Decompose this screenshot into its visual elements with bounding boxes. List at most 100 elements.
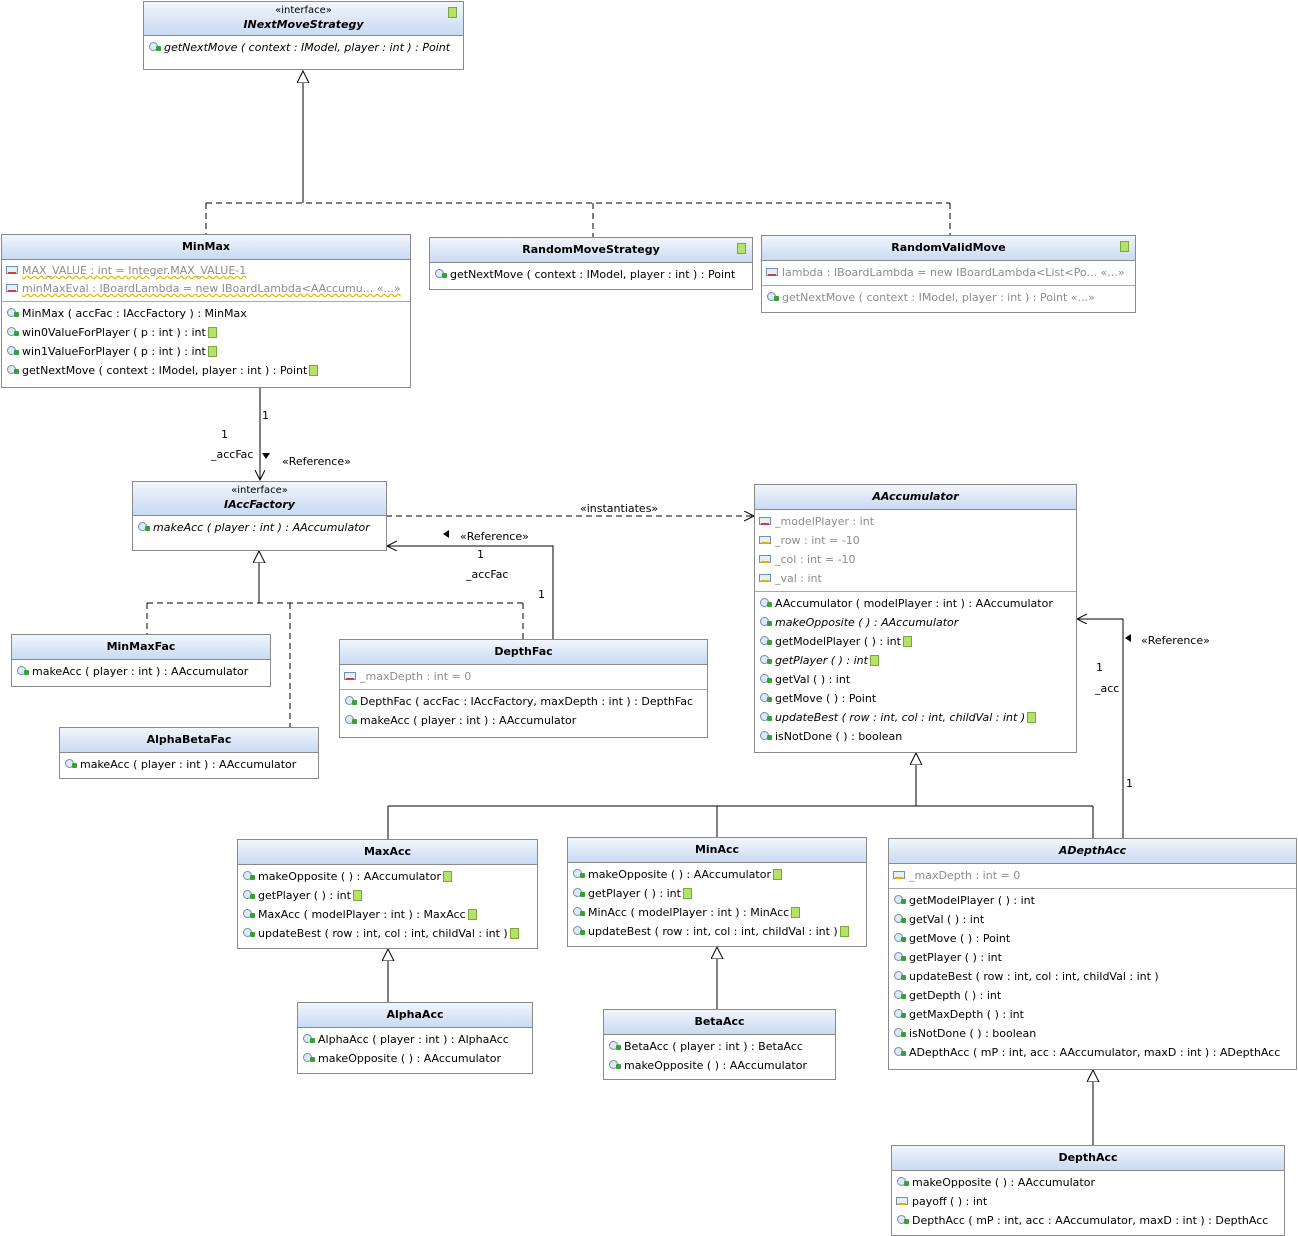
class-name: MinMaxFac: [106, 640, 176, 653]
operation[interactable]: makeOpposite ( ) : AAccumulator: [755, 613, 1076, 632]
operation[interactable]: getDepth ( ) : int: [889, 986, 1296, 1005]
operation[interactable]: makeOpposite ( ) : AAccumulator: [238, 867, 537, 886]
operation[interactable]: MinMax ( accFac : IAccFactory ) : MinMax: [2, 304, 410, 323]
attribute[interactable]: _col : int = -10: [755, 550, 1076, 569]
operation[interactable]: getModelPlayer ( ) : int: [889, 891, 1296, 910]
operation[interactable]: DepthAcc ( mP : int, acc : AAccumulator,…: [892, 1211, 1284, 1230]
class-header: AlphaAcc: [298, 1003, 532, 1028]
attribute[interactable]: _maxDepth : int = 0: [340, 667, 707, 686]
class-iaccfactory[interactable]: «interface» IAccFactory makeAcc ( player…: [132, 481, 387, 551]
attribute-text: _modelPlayer : int: [775, 515, 875, 528]
public-method-icon: [766, 291, 780, 302]
attributes: _modelPlayer : int _row : int = -10 _col…: [755, 510, 1076, 592]
class-alphaacc[interactable]: AlphaAcc AlphaAcc ( player : int ) : Alp…: [297, 1002, 533, 1074]
public-method-icon: [16, 665, 30, 676]
operation[interactable]: getNextMove ( context : IModel, player :…: [144, 38, 463, 57]
operation[interactable]: getPlayer ( ) : int: [889, 948, 1296, 967]
operation[interactable]: DepthFac ( accFac : IAccFactory, maxDept…: [340, 692, 707, 711]
operation[interactable]: makeAcc ( player : int ) : AAccumulator: [12, 662, 270, 681]
operation[interactable]: MaxAcc ( modelPlayer : int ) : MaxAcc: [238, 905, 537, 924]
operation[interactable]: AAccumulator ( modelPlayer : int ) : AAc…: [755, 594, 1076, 613]
operation[interactable]: AlphaAcc ( player : int ) : AlphaAcc: [298, 1030, 532, 1049]
reference-depthfac-accfac: [387, 546, 554, 639]
operation[interactable]: getPlayer ( ) : int: [238, 886, 537, 905]
operation[interactable]: win1ValueForPlayer ( p : int ) : int: [2, 342, 410, 361]
operation[interactable]: updateBest ( row : int, col : int, child…: [568, 922, 866, 941]
operation[interactable]: updateBest ( row : int, col : int, child…: [755, 708, 1076, 727]
public-method-icon: [759, 711, 773, 722]
operation[interactable]: getPlayer ( ) : int: [755, 651, 1076, 670]
operation[interactable]: BetaAcc ( player : int ) : BetaAcc: [604, 1037, 835, 1056]
public-method-icon: [759, 635, 773, 646]
class-depthfac[interactable]: DepthFac _maxDepth : int = 0 DepthFac ( …: [339, 639, 708, 738]
operation[interactable]: makeOpposite ( ) : AAccumulator: [568, 865, 866, 884]
public-method-icon: [302, 1033, 316, 1044]
operation[interactable]: makeAcc ( player : int ) : AAccumulator: [133, 518, 386, 537]
public-method-icon: [893, 932, 907, 943]
class-minmax[interactable]: MinMax MAX_VALUE : int = Integer.MAX_VAL…: [1, 234, 411, 388]
class-inextmovestrategy[interactable]: «interface» INextMoveStrategy getNextMov…: [143, 1, 464, 70]
class-betaacc[interactable]: BetaAcc BetaAcc ( player : int ) : BetaA…: [603, 1009, 836, 1080]
operations: DepthFac ( accFac : IAccFactory, maxDept…: [340, 690, 707, 733]
class-randommovestrategy[interactable]: RandomMoveStrategy getNextMove ( context…: [429, 237, 753, 290]
class-minmaxfac[interactable]: MinMaxFac makeAcc ( player : int ) : AAc…: [11, 634, 271, 687]
operations: makeAcc ( player : int ) : AAccumulator: [60, 753, 318, 777]
operation[interactable]: getNextMove ( context : IModel, player :…: [430, 265, 752, 284]
operation[interactable]: makeOpposite ( ) : AAccumulator: [604, 1056, 835, 1075]
public-method-icon: [344, 714, 358, 725]
attribute[interactable]: lambda : IBoardLambda = new IBoardLambda…: [762, 263, 1135, 282]
operation[interactable]: getVal ( ) : int: [889, 910, 1296, 929]
operation[interactable]: makeAcc ( player : int ) : AAccumulator: [60, 755, 318, 774]
operation-signature: getPlayer ( ) : int: [588, 887, 681, 900]
attribute[interactable]: _modelPlayer : int: [755, 512, 1076, 531]
note-icon: [1120, 241, 1129, 252]
operation[interactable]: getNextMove ( context : IModel, player :…: [762, 288, 1135, 307]
attribute-text: lambda : IBoardLambda = new IBoardLambda…: [782, 266, 1125, 279]
operation[interactable]: makeOpposite ( ) : AAccumulator: [892, 1173, 1284, 1192]
class-randomvalidmove[interactable]: RandomValidMove lambda : IBoardLambda = …: [761, 235, 1136, 313]
operation-signature: makeOpposite ( ) : AAccumulator: [318, 1052, 501, 1065]
class-alphabetafac[interactable]: AlphaBetaFac makeAcc ( player : int ) : …: [59, 727, 319, 779]
operation[interactable]: getMove ( ) : Point: [889, 929, 1296, 948]
operation[interactable]: makeAcc ( player : int ) : AAccumulator: [340, 711, 707, 730]
operation[interactable]: isNotDone ( ) : boolean: [755, 727, 1076, 746]
private-field-icon: [6, 264, 20, 275]
operation[interactable]: getPlayer ( ) : int: [568, 884, 866, 903]
note-icon: [309, 365, 319, 376]
realization-inextmovestrategy: [205, 71, 951, 237]
attribute[interactable]: minMaxEval : IBoardLambda = new IBoardLa…: [2, 280, 410, 298]
operation[interactable]: updateBest ( row : int, col : int, child…: [238, 924, 537, 943]
operation[interactable]: makeOpposite ( ) : AAccumulator: [298, 1049, 532, 1068]
attribute[interactable]: _maxDepth : int = 0: [889, 866, 1296, 885]
operation-signature: getDepth ( ) : int: [909, 989, 1002, 1002]
class-header: RandomMoveStrategy: [430, 238, 752, 263]
public-method-icon: [608, 1040, 622, 1051]
operation[interactable]: getNextMove ( context : IModel, player :…: [2, 361, 410, 380]
attribute[interactable]: _row : int = -10: [755, 531, 1076, 550]
attribute[interactable]: _val : int: [755, 569, 1076, 588]
operation[interactable]: getMaxDepth ( ) : int: [889, 1005, 1296, 1024]
protected-field-icon: [759, 553, 773, 564]
class-minacc[interactable]: MinAcc makeOpposite ( ) : AAccumulator g…: [567, 837, 867, 947]
attribute[interactable]: MAX_VALUE : int = Integer.MAX_VALUE-1: [2, 262, 410, 280]
operation[interactable]: payoff ( ) : int: [892, 1192, 1284, 1211]
public-method-icon: [242, 889, 256, 900]
stereotype-label: «Reference»: [460, 530, 529, 543]
note-icon: [1027, 712, 1037, 723]
class-adepthacc[interactable]: ADepthAcc _maxDepth : int = 0 getModelPl…: [888, 838, 1297, 1070]
operation[interactable]: MinAcc ( modelPlayer : int ) : MinAcc: [568, 903, 866, 922]
operation[interactable]: win0ValueForPlayer ( p : int ) : int: [2, 323, 410, 342]
class-maxacc[interactable]: MaxAcc makeOpposite ( ) : AAccumulator g…: [237, 839, 538, 949]
operation[interactable]: getModelPlayer ( ) : int: [755, 632, 1076, 651]
class-aaccumulator[interactable]: AAccumulator _modelPlayer : int _row : i…: [754, 484, 1077, 753]
operation[interactable]: getVal ( ) : int: [755, 670, 1076, 689]
operation[interactable]: updateBest ( row : int, col : int, child…: [889, 967, 1296, 986]
operation[interactable]: isNotDone ( ) : boolean: [889, 1024, 1296, 1043]
operation[interactable]: ADepthAcc ( mP : int, acc : AAccumulator…: [889, 1043, 1296, 1062]
operation-signature: AAccumulator ( modelPlayer : int ) : AAc…: [775, 597, 1053, 610]
operations: makeAcc ( player : int ) : AAccumulator: [133, 516, 386, 540]
role-label: _accFac: [211, 448, 254, 461]
class-name: DepthAcc: [1058, 1151, 1118, 1164]
operation[interactable]: getMove ( ) : Point: [755, 689, 1076, 708]
class-depthacc[interactable]: DepthAcc makeOpposite ( ) : AAccumulator…: [891, 1145, 1285, 1236]
